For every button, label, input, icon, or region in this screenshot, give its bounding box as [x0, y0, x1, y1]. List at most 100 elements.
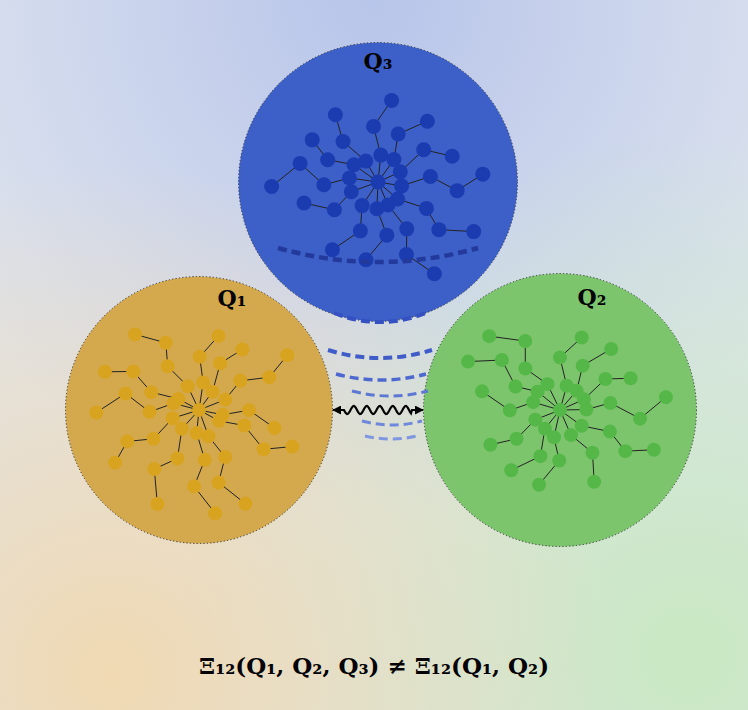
- dashed-arc: [362, 421, 422, 425]
- polymer-bead: [327, 202, 342, 217]
- polymer-bead: [575, 419, 589, 433]
- polymer-bead: [293, 156, 308, 171]
- polymer-bead: [355, 198, 370, 213]
- interaction-arrow: [333, 406, 423, 414]
- polymer-bead: [585, 446, 599, 460]
- star-polymer: [89, 327, 299, 520]
- polymer-bead: [450, 183, 465, 198]
- polymer-bead: [445, 149, 460, 164]
- polymer-bead: [166, 411, 180, 425]
- polymer-bead: [576, 359, 590, 373]
- region-label: Q₁: [218, 286, 247, 311]
- polymer-bead: [431, 222, 446, 237]
- polymer-region: Q₁: [65, 276, 333, 544]
- polymer-region: Q₃: [238, 42, 518, 322]
- polymer-bead: [190, 426, 204, 440]
- polymer-bead: [553, 403, 567, 417]
- polymer-bead: [510, 432, 524, 446]
- region-circle: [424, 274, 697, 547]
- polymer-bead: [344, 184, 359, 199]
- polymer-bead: [192, 403, 206, 417]
- polymer-bead: [170, 451, 184, 465]
- polymer-bead: [235, 342, 249, 356]
- polymer-bead: [212, 475, 226, 489]
- polymer-bead: [532, 478, 546, 492]
- polymer-bead: [208, 506, 222, 520]
- polymer-bead: [342, 170, 357, 185]
- polymer-bead: [624, 371, 638, 385]
- star-polymer: [264, 93, 490, 281]
- polymer-bead: [257, 442, 271, 456]
- star-polymer: [461, 329, 673, 492]
- polymer-bead: [394, 178, 409, 193]
- polymer-bead: [379, 228, 394, 243]
- polymer-bead: [143, 405, 157, 419]
- polymer-bead: [147, 462, 161, 476]
- polymer-bead: [647, 443, 661, 457]
- polymer-bead: [316, 177, 331, 192]
- polymer-bead: [371, 175, 386, 190]
- polymer-bead: [518, 334, 532, 348]
- polymer-bead: [119, 386, 133, 400]
- polymer-bead: [518, 362, 532, 376]
- polymer-bead: [108, 456, 122, 470]
- polymer-bead: [201, 429, 215, 443]
- polymer-bead: [633, 412, 647, 426]
- polymer-bead: [399, 247, 414, 262]
- polymer-bead: [285, 440, 299, 454]
- polymer-bead: [98, 365, 112, 379]
- polymer-bead: [358, 252, 373, 267]
- formula: Ξ₁₂(Q₁, Q₂, Q₃) ≠ Ξ₁₂(Q₁, Q₂): [0, 652, 748, 680]
- polymer-bead: [320, 152, 335, 167]
- polymer-bead: [175, 422, 189, 436]
- dashed-arc: [278, 248, 478, 262]
- polymer-bead: [482, 329, 496, 343]
- dashed-arc: [336, 374, 426, 380]
- region-outline: [65, 276, 333, 544]
- polymer-bead: [504, 463, 518, 477]
- polymer-bead: [328, 107, 343, 122]
- polymer-bead: [267, 421, 281, 435]
- polymer-bead: [262, 370, 276, 384]
- polymer-bead: [242, 403, 256, 417]
- polymer-bead: [206, 385, 220, 399]
- polymer-bead: [150, 497, 164, 511]
- region-circle: [66, 277, 333, 544]
- polymer-bead: [419, 201, 434, 216]
- polymer-bead: [503, 403, 517, 417]
- polymer-bead: [575, 331, 589, 345]
- dashed-arc: [365, 436, 417, 439]
- polymer-bead: [475, 167, 490, 182]
- polymer-bead: [369, 201, 384, 216]
- polymer-bead: [238, 497, 252, 511]
- polymer-bead: [128, 327, 142, 341]
- polymer-bead: [618, 444, 632, 458]
- polymer-bead: [483, 438, 497, 452]
- polymer-bead: [427, 266, 442, 281]
- polymer-bead: [553, 350, 567, 364]
- polymer-bead: [393, 164, 408, 179]
- polymer-bead: [603, 425, 617, 439]
- polymer-bead: [366, 119, 381, 134]
- region-outline: [238, 42, 518, 322]
- dashed-arc: [328, 350, 432, 358]
- polymer-bead: [533, 449, 547, 463]
- region-label: Q₂: [578, 285, 607, 310]
- polymer-bead: [416, 142, 431, 157]
- polymer-bead: [475, 384, 489, 398]
- polymer-bead: [187, 479, 201, 493]
- polymer-bead: [495, 353, 509, 367]
- polymer-bead: [659, 390, 673, 404]
- polymer-bead: [280, 348, 294, 362]
- polymer-bead: [358, 154, 373, 169]
- dashed-arc: [334, 313, 426, 322]
- polymer-bead: [420, 114, 435, 129]
- polymer-bead: [552, 453, 566, 467]
- polymer-bead: [233, 374, 247, 388]
- polymer-bead: [181, 379, 195, 393]
- polymer-bead: [353, 223, 368, 238]
- dashed-arc: [352, 391, 428, 396]
- polymer-bead: [211, 329, 225, 343]
